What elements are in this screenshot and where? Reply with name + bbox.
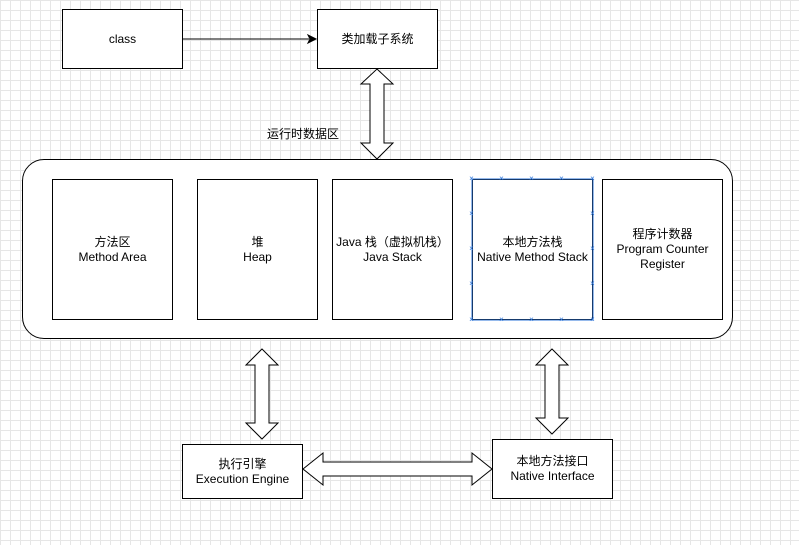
native-interface-cn: 本地方法接口	[516, 454, 589, 468]
java-stack-node[interactable]: Java 栈（虚拟机栈） Java Stack	[332, 179, 453, 320]
method-area-cn: 方法区	[94, 234, 131, 249]
native-stack-cn: 本地方法栈	[502, 234, 563, 249]
handle[interactable]: ×	[590, 209, 595, 218]
native-interface-node[interactable]: 本地方法接口 Native Interface	[492, 439, 613, 499]
pc-register-cn: 程序计数器	[632, 227, 693, 241]
handle[interactable]: ×	[469, 244, 474, 253]
pc-register-en1: Program Counter	[616, 242, 709, 256]
arrow-head	[306, 33, 318, 45]
java-stack-cn: Java 栈（虚拟机栈）	[336, 234, 449, 249]
engine-interface-double-arrow	[302, 451, 493, 487]
heap-cn: 堆	[251, 234, 264, 249]
exec-engine-en: Execution Engine	[195, 471, 290, 486]
handle[interactable]: ×	[469, 315, 474, 324]
native-double-arrow	[534, 348, 570, 435]
handle[interactable]: ×	[469, 174, 474, 183]
handle[interactable]: ×	[469, 209, 474, 218]
exec-engine-cn: 执行引擎	[218, 456, 267, 471]
loader-runtime-double-arrow	[359, 68, 395, 160]
class-node[interactable]: class	[62, 9, 183, 69]
heap-engine-double-arrow	[244, 348, 280, 440]
pc-register-en2: Register	[640, 257, 685, 271]
selection-outline	[471, 178, 594, 321]
classloader-label: 类加载子系统	[341, 31, 414, 46]
java-stack-en: Java Stack	[363, 249, 422, 264]
heap-en: Heap	[243, 249, 272, 264]
handle[interactable]: ×	[590, 244, 595, 253]
method-area-node[interactable]: 方法区 Method Area	[52, 179, 173, 320]
handle[interactable]: ×	[469, 279, 474, 288]
handle[interactable]: ×	[590, 279, 595, 288]
class-label: class	[108, 31, 137, 46]
execution-engine-node[interactable]: 执行引擎 Execution Engine	[182, 444, 303, 499]
native-stack-en: Native Method Stack	[477, 249, 588, 264]
native-interface-en: Native Interface	[510, 469, 595, 483]
heap-node[interactable]: 堆 Heap	[197, 179, 318, 320]
method-area-en: Method Area	[78, 249, 147, 264]
classloader-node[interactable]: 类加载子系统	[317, 9, 438, 69]
runtime-area-label: 运行时数据区	[267, 127, 340, 141]
pc-register-node[interactable]: 程序计数器 Program Counter Register	[602, 179, 723, 320]
